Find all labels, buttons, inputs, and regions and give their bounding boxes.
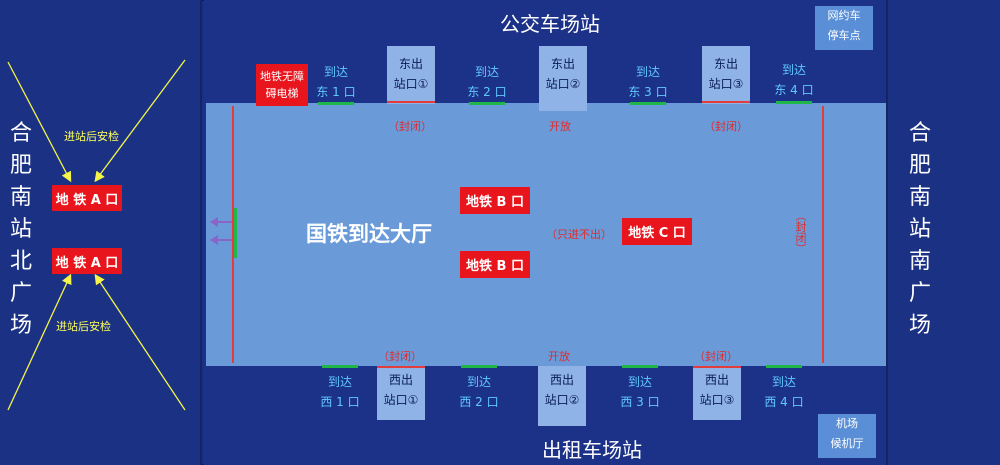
west-arrival-1: 到达西 1 口 bbox=[320, 375, 360, 409]
bus-station-title: 公交车场站 bbox=[500, 12, 600, 36]
metro-exit-a-lower: 地 铁 A 口 bbox=[52, 248, 122, 274]
accessible-elevator: 地铁无障 碍电梯 bbox=[256, 64, 308, 106]
right-closed-note: （封闭） bbox=[794, 210, 807, 254]
west-arrival-3: 到达西 3 口 bbox=[620, 375, 660, 409]
taxi-station-title: 出租车场站 bbox=[542, 438, 642, 462]
south-square-panel bbox=[886, 0, 1000, 465]
east-arrival-4-door bbox=[776, 101, 812, 104]
west-arrival-1-door bbox=[322, 365, 358, 368]
ride-hailing-box: 网约车 停车点 bbox=[815, 6, 873, 50]
metro-exit-a-upper: 地 铁 A 口 bbox=[52, 185, 122, 211]
west-arrival-4: 到达西 4 口 bbox=[764, 375, 804, 409]
hall-left-wall bbox=[232, 106, 234, 363]
security-arrows bbox=[7, 59, 186, 411]
west-arrival-2: 到达西 2 口 bbox=[459, 375, 499, 409]
hall-right-wall bbox=[822, 106, 824, 363]
east-arrival-4: 到达东 4 口 bbox=[774, 63, 814, 97]
east-exit-3: 东出站口③ bbox=[702, 46, 750, 104]
arrow-line bbox=[94, 273, 186, 411]
south-square-label: 合 肥 南 站 南 广 场 bbox=[908, 121, 931, 338]
security-note-bottom: 进站后安检 bbox=[56, 320, 111, 333]
purple-arrows bbox=[210, 217, 232, 245]
east-exit-1: 东出站口① bbox=[387, 46, 435, 104]
west-exit-3: 西出站口③ bbox=[693, 368, 741, 420]
arrow-line bbox=[94, 59, 186, 183]
west-arrival-4-door bbox=[766, 365, 802, 368]
east-exit-1-status: （封闭） bbox=[388, 120, 432, 133]
enter-only-note: （只进不出） bbox=[546, 228, 612, 241]
east-arrival-3: 到达东 3 口 bbox=[628, 65, 668, 99]
east-exit-2-status: 开放 bbox=[549, 120, 571, 133]
airport-terminal-box: 机场 候机厅 bbox=[818, 414, 876, 458]
west-exit-3-closed-line bbox=[693, 366, 741, 368]
east-arrival-2: 到达东 2 口 bbox=[467, 65, 507, 99]
metro-exit-b-lower: 地铁 B 口 bbox=[460, 251, 530, 278]
west-exit-2-status: 开放 bbox=[548, 350, 570, 363]
west-arrival-2-door bbox=[461, 365, 497, 368]
east-exit-2: 东出站口② bbox=[539, 46, 587, 111]
north-square-panel bbox=[0, 0, 202, 465]
east-exit-1-closed-line bbox=[387, 101, 435, 103]
hall-west-door bbox=[234, 208, 237, 258]
east-exit-3-status: （封闭） bbox=[704, 120, 748, 133]
metro-exit-c: 地铁 C 口 bbox=[622, 218, 692, 245]
west-arrival-3-door bbox=[622, 365, 658, 368]
east-arrival-3-door bbox=[630, 102, 666, 105]
arrow-line bbox=[7, 61, 72, 183]
east-arrival-2-door bbox=[469, 102, 505, 105]
east-arrival-1-door bbox=[318, 102, 354, 105]
west-exit-3-status: （封闭） bbox=[694, 350, 738, 363]
arrival-hall bbox=[206, 103, 886, 366]
east-exit-3-closed-line bbox=[702, 101, 750, 103]
west-exit-2: 西出站口② bbox=[538, 366, 586, 426]
security-note-top: 进站后安检 bbox=[64, 130, 119, 143]
west-exit-1-closed-line bbox=[377, 366, 425, 368]
metro-exit-b-upper: 地铁 B 口 bbox=[460, 187, 530, 214]
arrow-line bbox=[7, 273, 72, 411]
north-square-label: 合 肥 南 站 北 广 场 bbox=[9, 121, 32, 338]
east-arrival-1: 到达东 1 口 bbox=[316, 65, 356, 99]
west-exit-1-status: （封闭） bbox=[378, 350, 422, 363]
hall-title: 国铁到达大厅 bbox=[306, 222, 432, 246]
west-exit-1: 西出站口① bbox=[377, 368, 425, 420]
